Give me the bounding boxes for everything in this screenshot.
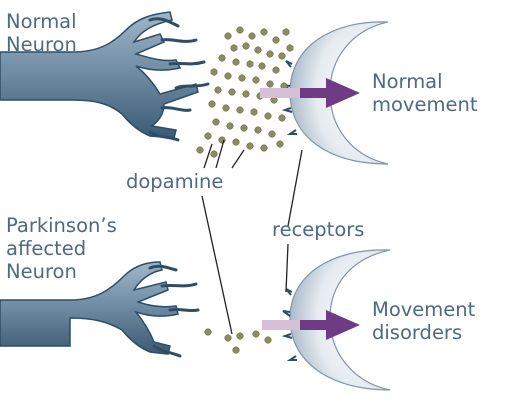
label-normal-neuron-line1: Normal	[6, 10, 77, 33]
label-affected-line1: Parkinson’s	[6, 214, 117, 237]
label-parkinsons-affected-neuron: Parkinson’s affected Neuron	[6, 214, 117, 283]
label-normal-neuron-line2: Neuron	[6, 33, 77, 56]
label-dopamine: dopamine	[126, 170, 224, 193]
label-affected-line2: affected	[6, 237, 87, 260]
label-movement-disorders-line1: Movement	[372, 298, 476, 321]
leader-lines	[201, 139, 303, 335]
dopamine-cluster-normal	[196, 26, 294, 158]
label-movement-disorders: Movement disorders	[372, 298, 475, 344]
dopamine-cluster-affected	[204, 328, 272, 354]
label-normal-neuron: Normal Neuron	[6, 10, 77, 56]
label-normal-movement-line1: Normal	[372, 70, 443, 93]
label-movement-disorders-line2: disorders	[372, 321, 463, 344]
label-affected-line3: Neuron	[6, 260, 77, 283]
label-receptors: receptors	[272, 218, 365, 241]
label-normal-movement-line2: movement	[372, 93, 478, 116]
label-normal-movement: Normal movement	[372, 70, 477, 116]
affected-neuron-shape	[0, 261, 200, 358]
arrow-normal-movement	[260, 78, 360, 108]
arrow-movement-disorders	[262, 310, 360, 340]
normal-neuron-shape	[0, 11, 210, 142]
